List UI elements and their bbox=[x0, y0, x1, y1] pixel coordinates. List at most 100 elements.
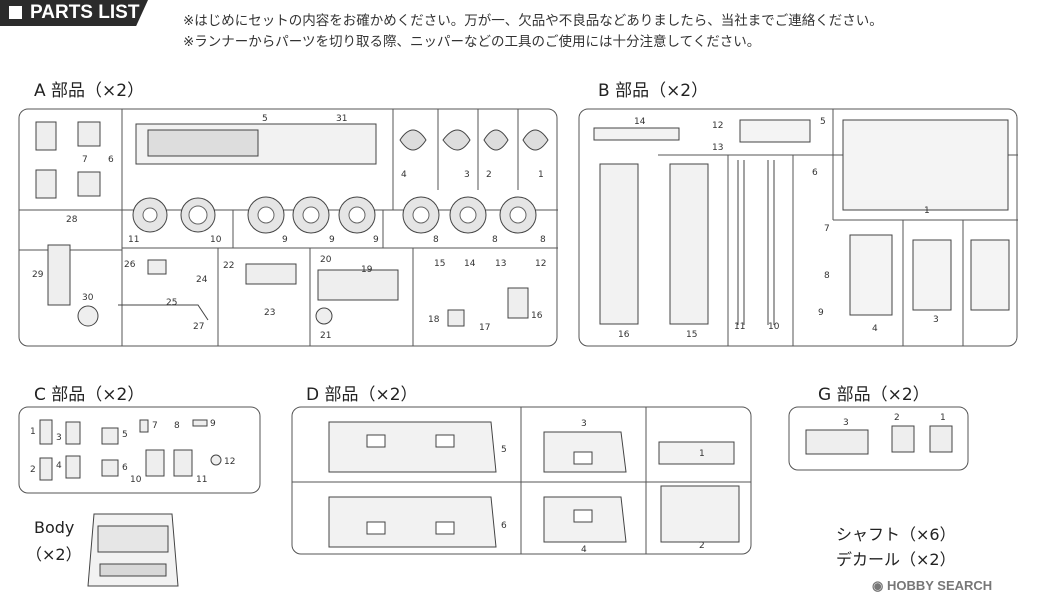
svg-text:4: 4 bbox=[401, 170, 407, 180]
svg-text:9: 9 bbox=[373, 235, 379, 245]
svg-text:23: 23 bbox=[264, 308, 275, 318]
svg-text:9: 9 bbox=[282, 235, 288, 245]
parts-list-title: PARTS LIST bbox=[30, 2, 140, 23]
runner-g-part-numbers: 3 2 1 bbox=[843, 413, 946, 428]
svg-text:2: 2 bbox=[30, 465, 36, 475]
svg-text:12: 12 bbox=[712, 121, 723, 131]
svg-text:25: 25 bbox=[166, 298, 177, 308]
svg-text:2: 2 bbox=[894, 413, 900, 423]
svg-text:22: 22 bbox=[223, 261, 234, 271]
svg-text:1: 1 bbox=[940, 413, 946, 423]
svg-text:24: 24 bbox=[196, 275, 208, 285]
svg-text:26: 26 bbox=[124, 260, 136, 270]
runner-g: 3 2 1 bbox=[788, 406, 969, 471]
runner-c: 1 3 5 7 8 9 2 4 6 10 11 12 bbox=[18, 406, 261, 494]
svg-text:29: 29 bbox=[32, 270, 44, 280]
svg-text:15: 15 bbox=[686, 330, 697, 340]
body-label: Body bbox=[34, 518, 75, 537]
svg-text:14: 14 bbox=[634, 117, 646, 127]
runner-b: 14 12 13 5 6 7 8 9 1 4 3 16 15 11 10 bbox=[578, 108, 1018, 347]
svg-text:17: 17 bbox=[479, 323, 490, 333]
svg-text:12: 12 bbox=[224, 457, 235, 467]
svg-text:3: 3 bbox=[843, 418, 849, 428]
runner-b-part-numbers: 14 12 13 5 6 7 8 9 1 4 3 16 15 11 10 bbox=[618, 117, 939, 340]
svg-text:8: 8 bbox=[540, 235, 546, 245]
svg-text:5: 5 bbox=[122, 430, 128, 440]
runner-b-label: B 部品（×2） bbox=[598, 81, 709, 101]
leaf-springs-1-4 bbox=[399, 129, 549, 151]
svg-text:19: 19 bbox=[361, 265, 373, 275]
svg-text:9: 9 bbox=[818, 308, 824, 318]
runner-c-part-numbers: 1 3 5 7 8 9 2 4 6 10 11 12 bbox=[30, 419, 235, 485]
body-quantity: （×2） bbox=[26, 545, 82, 564]
svg-text:6: 6 bbox=[501, 521, 507, 531]
svg-text:1: 1 bbox=[30, 427, 36, 437]
svg-text:3: 3 bbox=[581, 419, 587, 429]
svg-text:31: 31 bbox=[336, 114, 347, 124]
svg-text:4: 4 bbox=[56, 461, 62, 471]
runner-d-label: D 部品（×2） bbox=[306, 385, 418, 405]
svg-text:14: 14 bbox=[464, 259, 476, 269]
svg-text:30: 30 bbox=[82, 293, 94, 303]
svg-text:6: 6 bbox=[122, 463, 128, 473]
svg-text:7: 7 bbox=[824, 224, 830, 234]
rails-10-11 bbox=[737, 160, 775, 325]
svg-text:15: 15 bbox=[434, 259, 445, 269]
svg-text:11: 11 bbox=[196, 475, 207, 485]
svg-text:3: 3 bbox=[464, 170, 470, 180]
svg-text:5: 5 bbox=[820, 117, 826, 127]
svg-text:1: 1 bbox=[699, 449, 705, 459]
svg-text:3: 3 bbox=[56, 433, 62, 443]
svg-text:5: 5 bbox=[262, 114, 268, 124]
svg-text:10: 10 bbox=[210, 235, 222, 245]
svg-text:20: 20 bbox=[320, 255, 332, 265]
svg-text:8: 8 bbox=[824, 271, 830, 281]
svg-text:8: 8 bbox=[174, 421, 180, 431]
svg-text:13: 13 bbox=[712, 143, 723, 153]
note-tool-caution: ※ランナーからパーツを切り取る際、ニッパーなどの工具のご使用には十分注意してくだ… bbox=[183, 34, 761, 50]
svg-text:1: 1 bbox=[538, 170, 544, 180]
body-shell-image bbox=[87, 513, 179, 587]
svg-text:6: 6 bbox=[812, 168, 818, 178]
window-parts-g bbox=[805, 425, 953, 455]
svg-text:18: 18 bbox=[428, 315, 440, 325]
runner-a-label: A 部品（×2） bbox=[34, 81, 145, 101]
svg-text:11: 11 bbox=[734, 322, 745, 332]
svg-text:7: 7 bbox=[152, 421, 158, 431]
parts-list-badge: PARTS LIST bbox=[0, 0, 148, 26]
runner-c-label: C 部品（×2） bbox=[34, 385, 145, 405]
svg-text:4: 4 bbox=[581, 545, 587, 555]
svg-text:9: 9 bbox=[210, 419, 216, 429]
runner-d: 5 6 3 4 1 2 bbox=[291, 406, 752, 555]
svg-text:2: 2 bbox=[699, 541, 705, 551]
svg-text:1: 1 bbox=[924, 206, 930, 216]
body-panels-1-6 bbox=[328, 421, 740, 548]
svg-text:28: 28 bbox=[66, 215, 78, 225]
svg-text:10: 10 bbox=[768, 322, 780, 332]
cab-parts-6-7 bbox=[35, 121, 101, 199]
decal-quantity: デカール（×2） bbox=[836, 550, 956, 569]
svg-text:2: 2 bbox=[486, 170, 492, 180]
svg-text:11: 11 bbox=[128, 235, 139, 245]
svg-text:3: 3 bbox=[933, 315, 939, 325]
runner-d-part-numbers: 5 6 3 4 1 2 bbox=[501, 419, 705, 555]
note-check-contents: ※はじめにセットの内容をお確かめください。万が一、欠品や不良品などありましたら、… bbox=[183, 13, 883, 29]
svg-text:21: 21 bbox=[320, 331, 331, 341]
side-frames-15-16 bbox=[593, 127, 709, 325]
svg-text:4: 4 bbox=[872, 324, 878, 334]
svg-text:27: 27 bbox=[193, 322, 204, 332]
svg-text:5: 5 bbox=[501, 445, 507, 455]
chassis-frame-part-5 bbox=[135, 123, 377, 165]
watermark-text: HOBBY SEARCH bbox=[886, 578, 993, 593]
panel-parts-1-9 bbox=[739, 119, 1010, 316]
svg-text:16: 16 bbox=[531, 311, 543, 321]
small-parts-c bbox=[39, 419, 222, 481]
svg-text:16: 16 bbox=[618, 330, 630, 340]
svg-text:12: 12 bbox=[535, 259, 546, 269]
svg-text:8: 8 bbox=[433, 235, 439, 245]
svg-text:13: 13 bbox=[495, 259, 506, 269]
badge-square-icon bbox=[9, 6, 22, 19]
svg-text:10: 10 bbox=[130, 475, 142, 485]
